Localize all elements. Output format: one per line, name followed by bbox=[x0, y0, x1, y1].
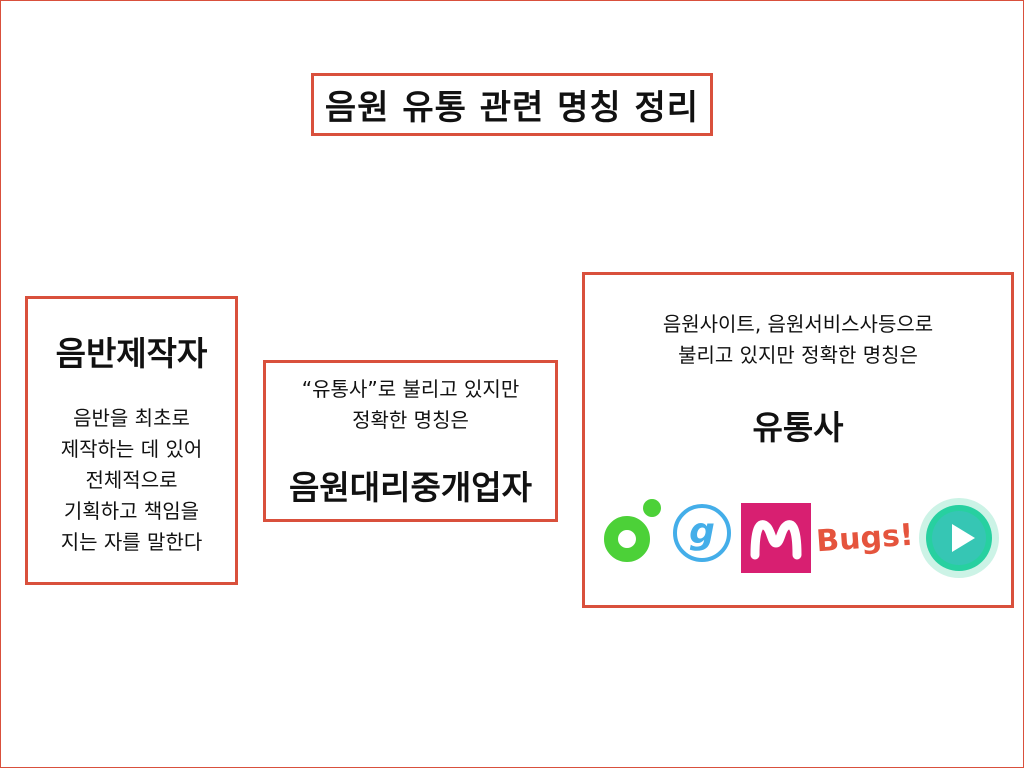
play-logo-icon bbox=[917, 496, 1001, 580]
producer-description-line: 기획하고 책임을 bbox=[63, 499, 200, 523]
agent-intro: “유통사”로 불리고 있지만 정확한 명칭은 bbox=[266, 374, 555, 436]
genie-logo-icon: g bbox=[671, 502, 733, 564]
agent-intro-line: 정확한 명칭은 bbox=[352, 408, 469, 432]
svg-text:Bugs!: Bugs! bbox=[817, 518, 913, 560]
page-title: 음원 유통 관련 명칭 정리 bbox=[324, 88, 700, 128]
distributor-intro-line: 음원사이트, 음원서비스사등으로 bbox=[662, 312, 934, 336]
agent-box: “유통사”로 불리고 있지만 정확한 명칭은 음원대리중개업자 bbox=[263, 360, 558, 522]
mnet-logo-icon bbox=[741, 503, 811, 573]
distributor-intro-line: 불리고 있지만 정확한 명칭은 bbox=[678, 343, 918, 367]
distributor-intro: 음원사이트, 음원서비스사등으로 불리고 있지만 정확한 명칭은 bbox=[585, 309, 1011, 371]
agent-intro-line: “유통사”로 불리고 있지만 bbox=[301, 377, 520, 401]
melon-logo-icon bbox=[601, 496, 663, 562]
service-logos: g Bugs! bbox=[599, 496, 999, 580]
svg-text:g: g bbox=[689, 511, 715, 552]
bugs-logo-icon: Bugs! bbox=[817, 510, 913, 566]
producer-description-line: 지는 자를 말한다 bbox=[60, 530, 203, 554]
title-box: 음원 유통 관련 명칭 정리 bbox=[311, 73, 713, 136]
producer-box: 음반제작자 음반을 최초로 제작하는 데 있어 전체적으로 기획하고 책임을 지… bbox=[25, 296, 238, 585]
producer-description-line: 음반을 최초로 bbox=[73, 406, 190, 430]
distributor-box: 음원사이트, 음원서비스사등으로 불리고 있지만 정확한 명칭은 유통사 g bbox=[582, 272, 1014, 608]
distributor-heading: 유통사 bbox=[752, 408, 844, 447]
producer-description: 음반을 최초로 제작하는 데 있어 전체적으로 기획하고 책임을 지는 자를 말… bbox=[28, 403, 235, 558]
agent-heading: 음원대리중개업자 bbox=[289, 468, 532, 507]
producer-description-line: 제작하는 데 있어 bbox=[60, 437, 203, 461]
producer-description-line: 전체적으로 bbox=[85, 468, 178, 492]
producer-heading: 음반제작자 bbox=[55, 334, 208, 373]
